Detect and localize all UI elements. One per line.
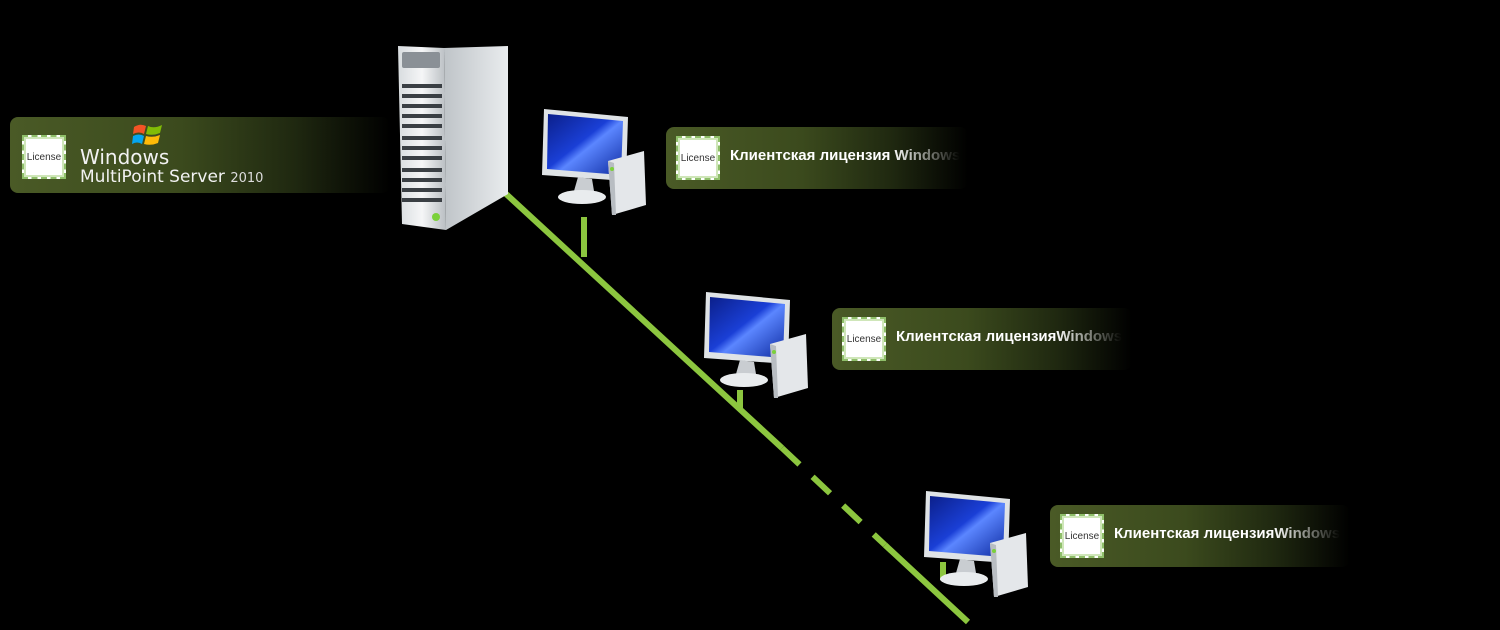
license-certificate-icon: License: [1060, 514, 1104, 558]
computer-icon: [704, 292, 808, 398]
client-license-banner-2: License Клиентская лицензияWindows: [832, 308, 1132, 370]
computer-icon: [924, 491, 1028, 597]
client-license-banner-1: License Клиентская лицензия Windows: [666, 127, 968, 189]
product-year: 2010: [230, 171, 264, 186]
server-license-banner: License Windows MultiPoint Server 2010: [10, 117, 390, 193]
license-badge-label: License: [846, 333, 882, 345]
license-badge-label: License: [26, 151, 62, 163]
client-license-text: Клиентская лицензияWindows: [896, 328, 1123, 345]
license-certificate-icon: License: [842, 317, 886, 361]
license-certificate-icon: License: [676, 136, 720, 180]
cable-segment-end: [882, 542, 971, 625]
product-line2: MultiPoint Server 2010: [80, 167, 263, 189]
license-badge-label: License: [680, 152, 716, 164]
computer-icon: [542, 109, 646, 215]
server-tower-icon: [398, 46, 508, 230]
product-name: MultiPoint Server: [80, 167, 225, 187]
client-license-text: Клиентская лицензияWindows: [1114, 525, 1341, 542]
server-product-title: Windows MultiPoint Server 2010: [80, 147, 263, 189]
windows-logo-icon: [132, 124, 162, 145]
license-badge-label: License: [1064, 530, 1100, 542]
client-license-banner-3: License Клиентская лицензияWindows: [1050, 505, 1350, 567]
cable-segment-main: [502, 190, 785, 451]
client-license-text: Клиентская лицензия Windows: [730, 147, 961, 164]
cable-dashed-segment: [779, 445, 888, 548]
product-line1: Windows: [80, 145, 170, 169]
license-certificate-icon: License: [22, 135, 66, 179]
